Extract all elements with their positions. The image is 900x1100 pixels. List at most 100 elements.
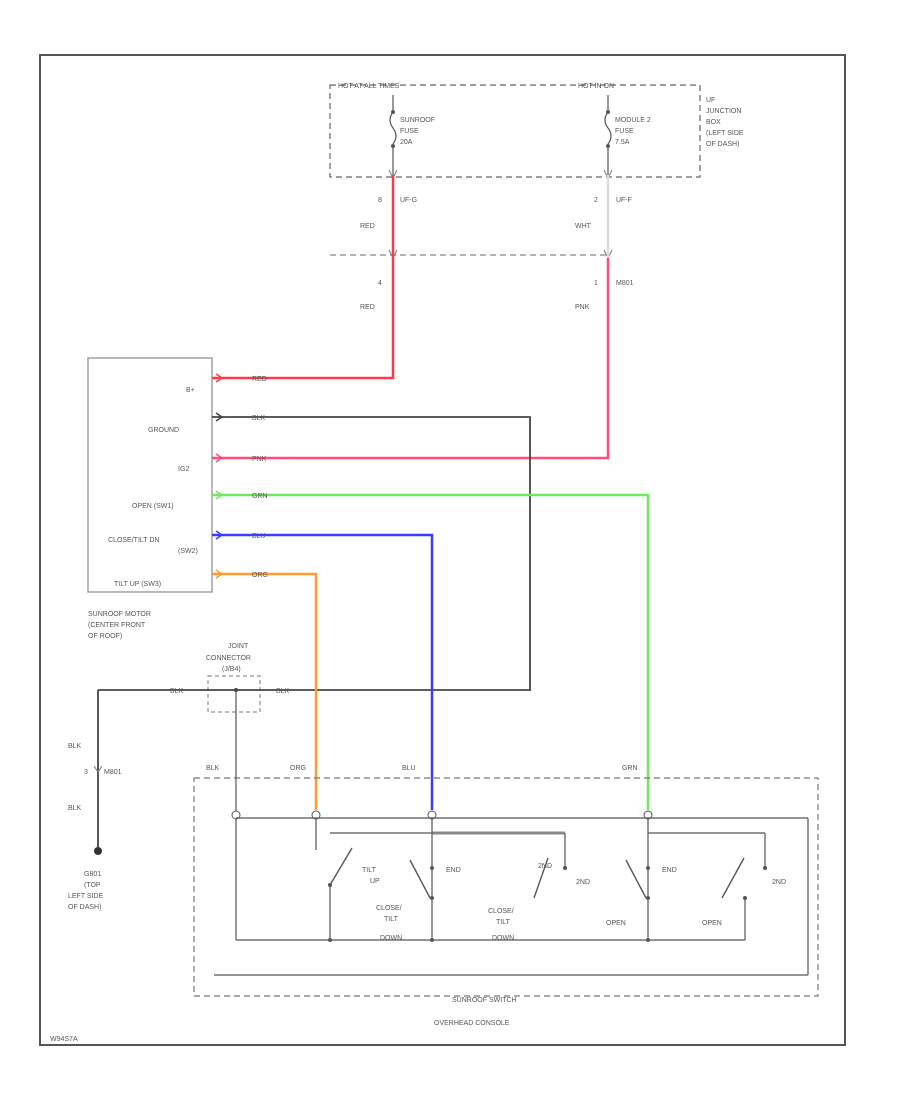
ground-m01: M801 (104, 769, 122, 776)
wire-org (232, 572, 318, 810)
ground-pin-num: 3 (84, 769, 88, 776)
switch-blk-label: BLK (206, 765, 220, 772)
joint-label-1: JOINT (228, 643, 249, 650)
wire-blk-label: BLK (252, 415, 266, 422)
pin-ufg-num: 8 (378, 197, 382, 204)
switch-tilt-up-1: TILT (362, 867, 377, 874)
hot-at-all-times-label: HOT AT ALL TIMES (338, 83, 400, 90)
ground-blk-bottom: BLK (68, 805, 82, 812)
red-upper-label: RED (360, 223, 375, 230)
module2-fuse-label-3: 7.5A (615, 139, 630, 146)
switch-end-2: 2ND (576, 879, 590, 886)
junction-box-title-5: OF DASH) (706, 141, 739, 148)
pin-bplus: B+ (186, 387, 195, 394)
pin-red-lower-num: 4 (378, 280, 382, 287)
switch-close-contact-1 (409, 859, 431, 899)
ground-caption-4: OF DASH) (68, 904, 101, 911)
ground-icon (94, 847, 102, 855)
wht-label: WHT (575, 223, 592, 230)
wire-blu (232, 533, 434, 810)
switch-close-tilt2-2: TILT (496, 919, 511, 926)
junction-box: HOT AT ALL TIMES HOT IN ON UF JUNCTION B… (329, 83, 744, 256)
pin-close-1: CLOSE/TILT DN (108, 537, 159, 544)
pin-m01-num: 1 (594, 280, 598, 287)
switch-tilt-up-2: UP (370, 878, 380, 885)
switch-close-tilt2-3: DOWN (492, 935, 514, 942)
ground-g801: BLK 3 M801 BLK G801 (TOP LEFT SIDE OF DA… (68, 690, 122, 911)
junction-box-title-2: JUNCTION (706, 108, 741, 115)
joint-blk-right: BLK (276, 688, 290, 695)
joint-label-2: CONNECTOR (206, 655, 251, 662)
pnk-vert-label: PNK (575, 304, 590, 311)
switch-close-contact-2 (533, 857, 549, 899)
wire-grn-label: GRN (252, 493, 268, 500)
junction-box-title-1: UF (706, 97, 715, 104)
sunroof-motor-box (87, 357, 213, 593)
switch-end-3: END (662, 867, 677, 874)
switch-close-tilt-3: DOWN (380, 935, 402, 942)
switch-title: SUNROOF SWITCH (452, 997, 517, 1004)
junction-box-title-4: (LEFT SIDE (706, 130, 744, 137)
wire-red (232, 175, 395, 380)
junction-box-outline (329, 84, 701, 178)
ground-blk-top: BLK (68, 743, 82, 750)
junction-box-title-3: BOX (706, 119, 721, 126)
switch-caption: OVERHEAD CONSOLE (434, 1020, 510, 1027)
wire-org-label: ORG (252, 572, 268, 579)
sunroof-fuse-label-1: SUNROOF (400, 117, 435, 124)
switch-end-1: END (446, 867, 461, 874)
switch-end-5: 2ND (538, 863, 552, 870)
switch-close-tilt2-1: CLOSE/ (488, 908, 514, 915)
switch-org-label: ORG (290, 765, 306, 772)
pin-open: OPEN (SW1) (132, 503, 174, 510)
motor-caption-1: SUNROOF MOTOR (88, 611, 151, 618)
sunroof-switch: BLK ORG BLU GRN TILT UP END CLOS (193, 690, 819, 1027)
pin-uff-num: 2 (594, 197, 598, 204)
switch-close-tilt-2: TILT (384, 916, 399, 923)
wire-pnk (232, 258, 610, 460)
joint-connector: JOINT CONNECTOR (J/B4) BLK BLK (98, 643, 290, 713)
module2-fuse-icon (604, 111, 612, 145)
wire-pnk-label: PNK (252, 456, 267, 463)
switch-end-4: 2ND (772, 879, 786, 886)
switch-close-tilt-1: CLOSE/ (376, 905, 402, 912)
motor-caption-2: (CENTER FRONT (88, 622, 146, 629)
wire-red-label: RED (252, 376, 267, 383)
diagram-code: W94S7A (50, 1036, 78, 1043)
switch-blu-label: BLU (402, 765, 416, 772)
switch-tilt-up-contact (329, 847, 353, 886)
pin-ground: GROUND (148, 427, 179, 434)
pin-tilt-up: TILT UP (SW3) (114, 581, 161, 588)
joint-label-3: (J/B4) (222, 666, 241, 673)
module2-fuse-label-1: MODULE 2 (615, 117, 651, 124)
motor-caption-3: OF ROOF) (88, 633, 122, 640)
switch-outline (193, 777, 819, 997)
wire-blu-label: BLU (252, 533, 266, 540)
wire-blk-motor (232, 416, 531, 691)
diagram-frame (39, 54, 846, 1046)
ground-caption-2: (TOP (84, 882, 101, 889)
switch-open-2: OPEN (702, 920, 722, 927)
pin-close-2: (SW2) (178, 548, 198, 555)
pin-uff-label: UF-F (616, 197, 632, 204)
joint-blk-left: BLK (170, 688, 184, 695)
ground-caption-3: LEFT SIDE (68, 893, 104, 900)
joint-connector-box (207, 675, 261, 713)
switch-open-contact-2 (721, 857, 745, 899)
ground-caption-1: G801 (84, 871, 101, 878)
hot-in-on-label: HOT IN ON (578, 83, 614, 90)
switch-open-contact-1 (625, 859, 647, 899)
switch-grn-label: GRN (622, 765, 638, 772)
module2-fuse-label-2: FUSE (615, 128, 634, 135)
wire-grn (232, 493, 650, 810)
sunroof-fuse-label-3: 20A (400, 139, 413, 146)
pin-ig: IG2 (178, 466, 189, 473)
red-lower-label: RED (360, 304, 375, 311)
pin-m01-label: M801 (616, 280, 634, 287)
pin-ufg-label: UF-G (400, 197, 417, 204)
sunroof-motor: B+ GROUND IG2 OPEN (SW1) CLOSE/TILT DN (… (87, 357, 232, 640)
sunroof-fuse-label-2: FUSE (400, 128, 419, 135)
sunroof-fuse-icon (389, 111, 397, 145)
switch-open-1: OPEN (606, 920, 626, 927)
